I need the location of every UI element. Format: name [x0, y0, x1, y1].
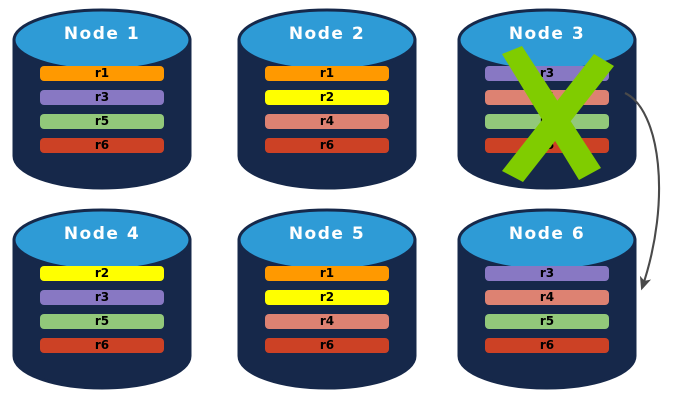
- record-list: r3 r4 r5 r6: [485, 66, 609, 153]
- record-bar[interactable]: r1: [40, 66, 164, 81]
- record-bar[interactable]: r6: [485, 338, 609, 353]
- record-bar[interactable]: r6: [40, 338, 164, 353]
- node-1[interactable]: Node 1 r1 r3 r5 r6: [12, 8, 192, 190]
- record-bar[interactable]: r3: [40, 290, 164, 305]
- record-bar[interactable]: r6: [40, 138, 164, 153]
- record-list: r2 r3 r5 r6: [40, 266, 164, 353]
- node-3[interactable]: Node 3 r3 r4 r5 r6: [457, 8, 637, 190]
- record-bar[interactable]: r4: [485, 290, 609, 305]
- record-list: r1 r2 r4 r6: [265, 66, 389, 153]
- record-bar[interactable]: r2: [40, 266, 164, 281]
- record-bar[interactable]: r2: [265, 90, 389, 105]
- record-list: r1 r3 r5 r6: [40, 66, 164, 153]
- record-bar[interactable]: r3: [485, 66, 609, 81]
- node-5[interactable]: Node 5 r1 r2 r4 r6: [237, 208, 417, 390]
- node-4[interactable]: Node 4 r2 r3 r5 r6: [12, 208, 192, 390]
- record-bar[interactable]: r6: [265, 138, 389, 153]
- node-6[interactable]: Node 6 r3 r4 r5 r6: [457, 208, 637, 390]
- node-2[interactable]: Node 2 r1 r2 r4 r6: [237, 8, 417, 190]
- record-bar[interactable]: r5: [40, 114, 164, 129]
- record-bar[interactable]: r3: [40, 90, 164, 105]
- record-list: r3 r4 r5 r6: [485, 266, 609, 353]
- record-bar[interactable]: r3: [485, 266, 609, 281]
- record-bar[interactable]: r2: [265, 290, 389, 305]
- record-bar[interactable]: r4: [485, 90, 609, 105]
- record-bar[interactable]: r1: [265, 66, 389, 81]
- record-bar[interactable]: r5: [485, 114, 609, 129]
- record-bar[interactable]: r5: [40, 314, 164, 329]
- record-bar[interactable]: r5: [485, 314, 609, 329]
- record-bar[interactable]: r6: [485, 138, 609, 153]
- record-bar[interactable]: r6: [265, 338, 389, 353]
- record-bar[interactable]: r4: [265, 114, 389, 129]
- record-bar[interactable]: r4: [265, 314, 389, 329]
- record-bar[interactable]: r1: [265, 266, 389, 281]
- record-list: r1 r2 r4 r6: [265, 266, 389, 353]
